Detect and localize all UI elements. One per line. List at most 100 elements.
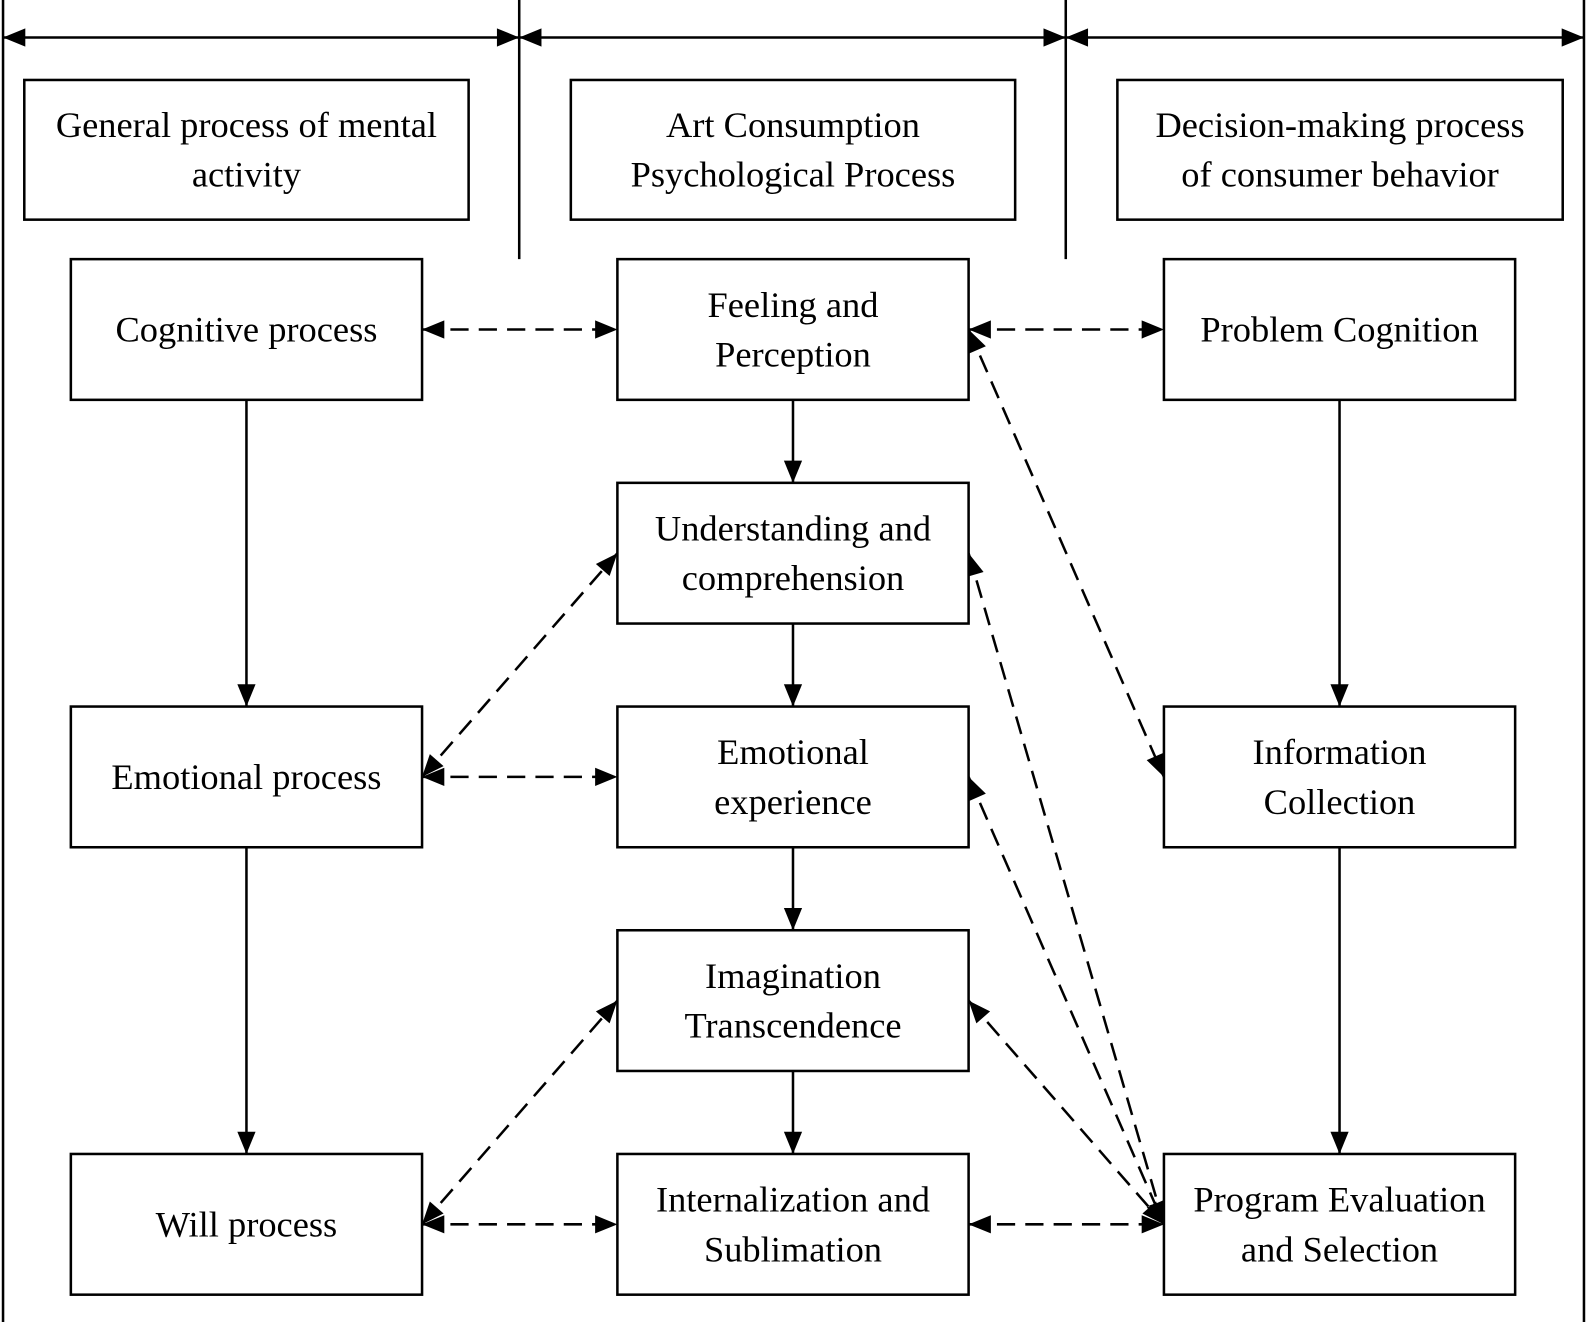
node-label: Emotional process bbox=[111, 757, 381, 797]
arrowhead-icon bbox=[968, 329, 986, 354]
relation-arrow bbox=[968, 320, 1164, 339]
flow-arrow bbox=[783, 623, 803, 707]
node-box bbox=[616, 1152, 970, 1296]
node-box bbox=[616, 705, 970, 849]
node-label: Imagination bbox=[705, 956, 881, 996]
relation-arrow bbox=[422, 767, 618, 787]
arrowhead-icon bbox=[496, 28, 520, 47]
node-label: Program Evaluation bbox=[1193, 1180, 1485, 1220]
node-label: Psychological Process bbox=[631, 155, 956, 195]
arrowhead-icon bbox=[519, 28, 542, 47]
arrowhead-icon bbox=[595, 767, 618, 787]
arrowhead-icon bbox=[1141, 1215, 1164, 1234]
arrowhead-icon bbox=[595, 1000, 618, 1024]
flow-arrow bbox=[237, 399, 256, 707]
arrowhead-icon bbox=[422, 754, 444, 777]
arrowhead-icon bbox=[595, 553, 618, 576]
relation-arrow bbox=[968, 1215, 1164, 1234]
arrowhead-icon bbox=[1561, 28, 1584, 47]
arrowhead-icon bbox=[422, 1201, 444, 1225]
arrowhead-icon bbox=[237, 1131, 256, 1154]
arrowhead-icon bbox=[1065, 28, 1089, 47]
node-label: Collection bbox=[1264, 782, 1416, 822]
arrowhead-icon bbox=[1043, 28, 1066, 47]
arrowhead-icon bbox=[783, 1131, 803, 1154]
node-label: of consumer behavior bbox=[1181, 155, 1499, 195]
node-label: Transcendence bbox=[684, 1006, 901, 1046]
edge-line bbox=[967, 999, 1165, 1226]
arrowhead-icon bbox=[1146, 752, 1164, 777]
edges bbox=[3, 28, 1584, 1234]
span-arrow bbox=[3, 28, 520, 47]
span-arrow bbox=[519, 28, 1066, 47]
node-label: Cognitive process bbox=[115, 310, 377, 350]
arrowhead-icon bbox=[422, 1215, 445, 1234]
process-node: Cognitive process bbox=[69, 257, 424, 402]
flow-arrow bbox=[783, 1070, 803, 1154]
edge-line bbox=[967, 328, 1166, 778]
arrowhead-icon bbox=[783, 460, 803, 483]
relation-arrow bbox=[967, 776, 1166, 1225]
relation-arrow bbox=[967, 328, 1166, 778]
arrowhead-icon bbox=[783, 907, 803, 931]
process-node: Program Evaluation and Selection bbox=[1162, 1152, 1517, 1296]
edge-line bbox=[421, 552, 619, 778]
flow-arrow bbox=[1330, 399, 1349, 707]
flow-arrow bbox=[783, 399, 803, 483]
relation-arrow bbox=[422, 1215, 618, 1234]
node-box bbox=[69, 705, 424, 849]
node-label: Problem Cognition bbox=[1200, 310, 1478, 350]
node-box bbox=[69, 1152, 424, 1296]
arrowhead-icon bbox=[237, 684, 256, 707]
arrowhead-icon bbox=[1330, 684, 1349, 707]
flow-arrow bbox=[237, 847, 256, 1154]
node-box bbox=[616, 481, 970, 625]
header-box bbox=[23, 78, 470, 221]
edge-line bbox=[967, 552, 1166, 1225]
flow-arrow bbox=[1330, 847, 1349, 1154]
node-label: activity bbox=[192, 155, 302, 195]
arrowhead-icon bbox=[422, 767, 445, 787]
node-label: Information bbox=[1253, 732, 1427, 772]
node-label: Emotional bbox=[717, 732, 869, 772]
process-node: Emotional experience bbox=[616, 705, 970, 849]
node-label: General process of mental bbox=[56, 105, 437, 145]
arrowhead-icon bbox=[1142, 1201, 1164, 1225]
arrowhead-icon bbox=[968, 320, 991, 339]
arrowhead-icon bbox=[595, 320, 618, 339]
node-label: Will process bbox=[156, 1204, 338, 1244]
node-label: Perception bbox=[715, 334, 871, 374]
process-node: Will process bbox=[69, 1152, 424, 1296]
relation-arrow bbox=[966, 552, 1167, 1225]
nodes: General process of mental activity Art Con… bbox=[23, 78, 1564, 1296]
span-arrow bbox=[1065, 28, 1584, 47]
arrowhead-icon bbox=[1330, 1131, 1349, 1154]
edge-line bbox=[967, 776, 1166, 1225]
header-box bbox=[569, 78, 1017, 221]
arrowhead-icon bbox=[3, 28, 26, 47]
node-label: Art Consumption bbox=[666, 105, 920, 145]
node-box bbox=[616, 257, 970, 402]
relation-arrow bbox=[967, 999, 1165, 1226]
node-box bbox=[616, 928, 970, 1073]
arrowhead-icon bbox=[968, 776, 986, 801]
node-label: Feeling and bbox=[708, 285, 879, 325]
node-box bbox=[1162, 1152, 1517, 1296]
node-label: and Selection bbox=[1241, 1229, 1438, 1269]
arrowhead-icon bbox=[595, 1215, 618, 1234]
node-label: comprehension bbox=[682, 558, 905, 598]
arrowhead-icon bbox=[966, 553, 984, 578]
relation-arrow bbox=[421, 552, 619, 778]
node-box bbox=[1162, 257, 1517, 402]
node-label: experience bbox=[714, 782, 872, 822]
relation-arrow bbox=[422, 320, 618, 339]
